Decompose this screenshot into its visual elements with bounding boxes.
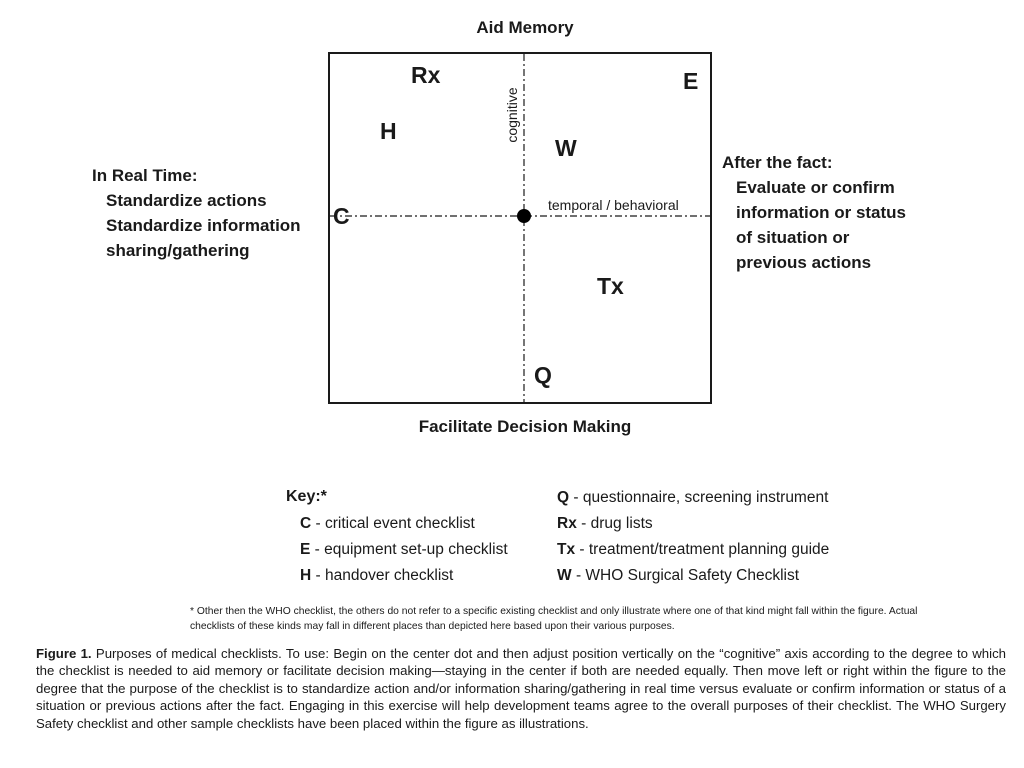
cognitive-axis-label: cognitive <box>504 87 520 143</box>
quadrant-box <box>328 52 712 404</box>
caption-text: Purposes of medical checklists. To use: … <box>36 646 1006 731</box>
key-desc: - WHO Surgical Safety Checklist <box>571 567 800 584</box>
key-item: Tx - treatment/treatment planning guide <box>557 541 829 559</box>
key-item: C - critical event checklist <box>300 515 475 533</box>
key-desc: - treatment/treatment planning guide <box>575 541 830 558</box>
key-code: C <box>300 515 312 532</box>
left-description: In Real Time: Standardize actions Standa… <box>92 163 301 263</box>
right-description-line: previous actions <box>736 253 872 272</box>
key-code: Q <box>557 489 570 506</box>
right-description-line: information or status <box>736 203 907 222</box>
temporal-axis-label: temporal / behavioral <box>548 197 679 213</box>
figure-caption: Figure 1. Purposes of medical checklists… <box>36 645 1006 732</box>
marker-h: H <box>380 118 397 144</box>
right-description-line: of situation or <box>736 228 850 247</box>
top-axis-label: Aid Memory <box>476 18 574 37</box>
left-description-line: Standardize information <box>106 216 301 235</box>
key-title: Key:* <box>286 488 327 505</box>
left-description-line: Standardize actions <box>106 191 267 210</box>
marker-tx: Tx <box>597 273 624 299</box>
key-item: W - WHO Surgical Safety Checklist <box>557 567 799 585</box>
key-code: W <box>557 567 572 584</box>
left-description-line: sharing/gathering <box>106 241 250 260</box>
right-description-title: After the fact: <box>722 153 833 172</box>
right-description: After the fact: Evaluate or confirm info… <box>722 150 906 275</box>
right-description-line: Evaluate or confirm <box>736 178 895 197</box>
center-dot <box>517 209 531 223</box>
key-desc: - critical event checklist <box>311 515 475 532</box>
marker-c: C <box>333 203 350 229</box>
key-code: Rx <box>557 515 577 532</box>
footnote: * Other then the WHO checklist, the othe… <box>190 606 918 632</box>
marker-q: Q <box>534 362 552 388</box>
bottom-axis-label: Facilitate Decision Making <box>418 417 632 436</box>
key-code: E <box>300 541 311 558</box>
key-desc: - drug lists <box>576 515 653 532</box>
key-item: E - equipment set-up checklist <box>300 541 508 559</box>
key-desc: - equipment set-up checklist <box>310 541 508 558</box>
key-desc: - questionnaire, screening instrument <box>569 489 829 506</box>
key-item: H - handover checklist <box>300 567 453 585</box>
marker-rx: Rx <box>411 62 441 88</box>
marker-w: W <box>555 135 577 161</box>
key-item: Q - questionnaire, screening instrument <box>557 489 828 507</box>
caption-label: Figure 1. <box>36 646 92 661</box>
key-desc: - handover checklist <box>311 567 454 584</box>
key-code: Tx <box>557 541 576 558</box>
marker-e: E <box>683 68 699 94</box>
key-item: Rx - drug lists <box>557 515 653 533</box>
key-code: H <box>300 567 312 584</box>
left-description-title: In Real Time: <box>92 166 198 185</box>
